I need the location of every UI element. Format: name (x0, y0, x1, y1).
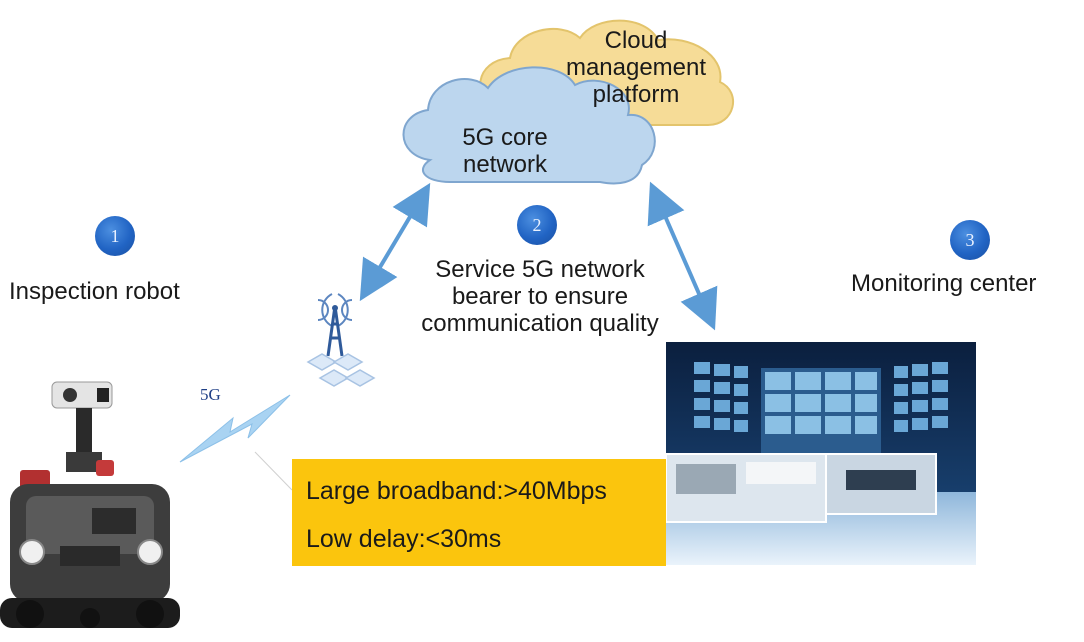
cloud-management-line-1: Cloud (604, 27, 668, 54)
core-network-label: 5G core network (440, 124, 570, 178)
delay-spec: Low delay:<30ms (306, 525, 502, 553)
step-3-number: 3 (965, 229, 975, 250)
cloud-core-network-shape (402, 66, 656, 185)
cloud-management-label: Cloud management platform (546, 27, 726, 108)
monitoring-center-label: Monitoring center (851, 270, 1037, 297)
arrow-core-to-monitoring (647, 181, 718, 331)
robot-image (0, 381, 180, 628)
cloud-management-line-3: platform (592, 81, 680, 108)
cloud-diagram (402, 19, 735, 185)
service-line-3: communication quality (421, 310, 659, 337)
cell-tower-icon (306, 293, 376, 387)
performance-info-box: Large broadband:>40Mbps Low delay:<30ms (292, 459, 666, 566)
monitoring-wall-image (666, 342, 976, 565)
link-5g-label: 5G (200, 385, 221, 404)
lightning-link-icon (179, 394, 291, 463)
service-line-1: Service 5G network (435, 256, 645, 283)
arrow-tower-to-core (359, 182, 431, 302)
step-1-badge: 1 (95, 216, 135, 256)
step-1-number: 1 (110, 225, 120, 246)
core-network-line-1: 5G core (462, 124, 548, 151)
step-2-number: 2 (532, 214, 542, 235)
info-connector-line (254, 451, 293, 491)
step-2-badge: 2 (517, 205, 557, 245)
service-line-2: bearer to ensure (451, 283, 629, 310)
cloud-management-line-2: management (565, 54, 707, 81)
bandwidth-spec: Large broadband:>40Mbps (306, 477, 607, 505)
inspection-robot-label: Inspection robot (9, 278, 180, 305)
core-network-line-2: network (462, 151, 548, 178)
step-3-badge: 3 (950, 220, 990, 260)
service-network-label: Service 5G network bearer to ensure comm… (390, 256, 690, 337)
